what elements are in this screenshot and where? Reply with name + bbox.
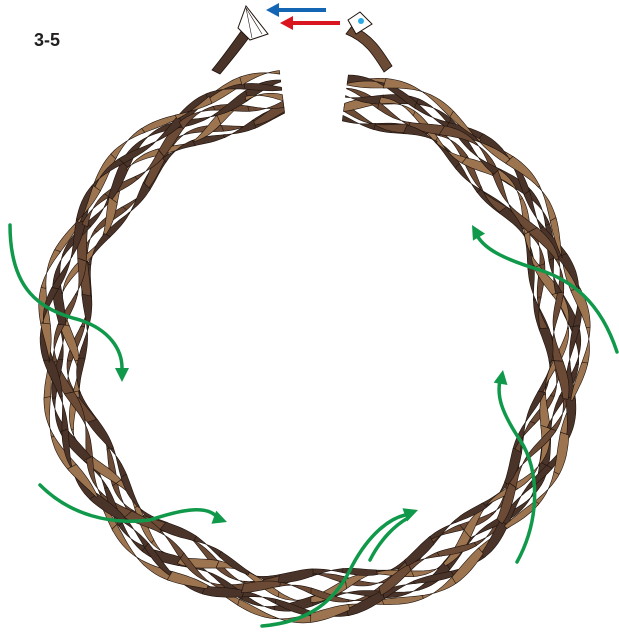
strand-segment <box>160 522 196 541</box>
guide-arrowhead-icon <box>466 222 485 241</box>
strand-segment <box>378 102 411 125</box>
strand-segment <box>566 397 576 438</box>
guide-arrowhead-icon <box>115 368 129 382</box>
strand-segment <box>581 325 590 365</box>
strand-segment <box>121 474 139 507</box>
strand-segment <box>528 265 536 300</box>
direction-arrows <box>266 3 340 30</box>
strand-segment <box>539 328 553 363</box>
guide-arrows <box>10 222 617 627</box>
right-strand-end <box>346 26 392 72</box>
strand-segment <box>554 432 569 474</box>
strand-segment <box>88 234 111 265</box>
strand-segment <box>44 397 54 438</box>
strand-segment <box>383 79 423 93</box>
strand-segment <box>128 182 150 214</box>
strand-segment <box>88 419 114 449</box>
left-strand-end <box>212 30 250 74</box>
end-marker-dot <box>358 18 364 24</box>
wreath-ring <box>39 71 591 623</box>
strand-segment <box>278 582 313 595</box>
guide-arrow-path <box>370 518 408 560</box>
strand-segment <box>278 569 313 583</box>
arrow-left-icon <box>266 3 279 17</box>
guide-arrowhead-icon <box>494 369 510 385</box>
arrow-left-icon <box>280 16 293 30</box>
strand-ends <box>212 6 392 74</box>
